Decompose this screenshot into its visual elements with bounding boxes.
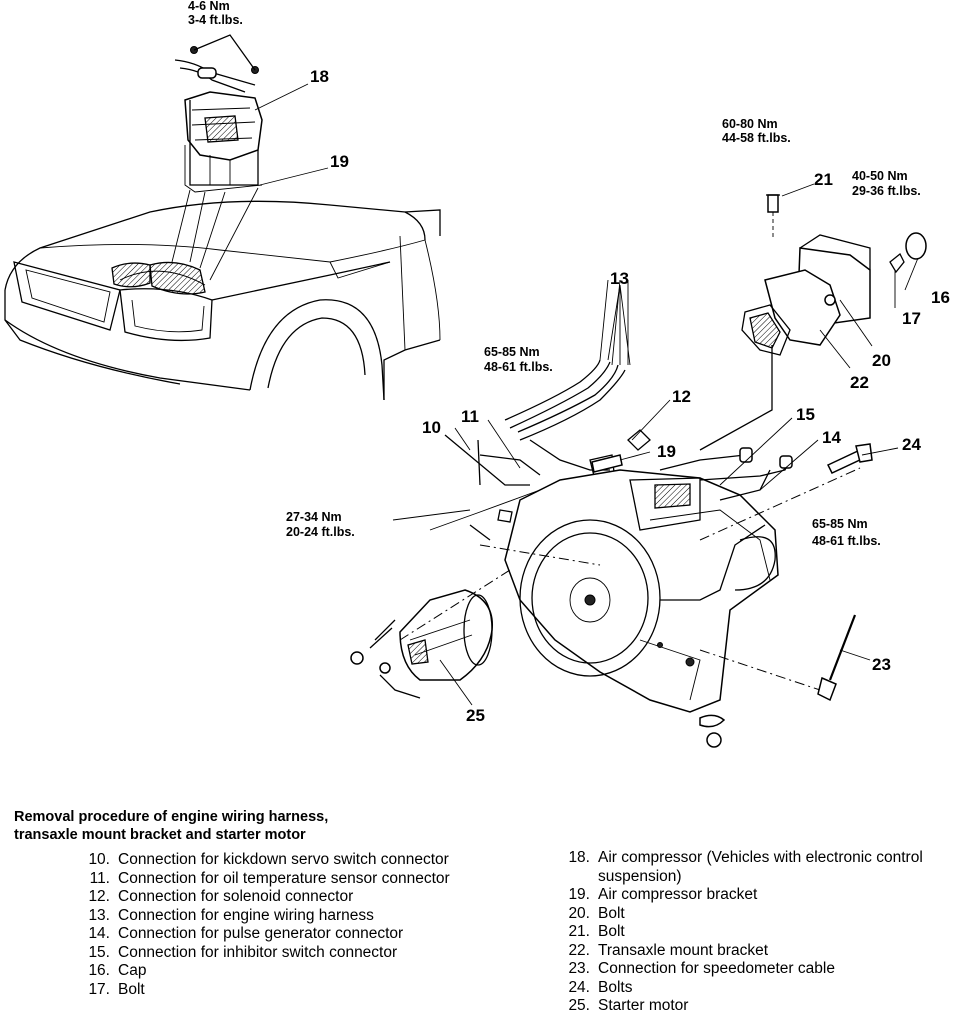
callout-23: 23 — [872, 655, 891, 674]
transaxle-mount-bracket — [699, 194, 927, 451]
callout-21: 21 — [814, 170, 833, 189]
callout-19-mid: 19 — [657, 442, 676, 461]
torque-13-nm: 65-85 Nm — [484, 345, 540, 359]
legend-item: 18. Air compressor (Vehicles with electro… — [550, 849, 950, 886]
legend-item-text: Air compressor (Vehicles with electronic… — [598, 849, 923, 885]
bolt-19 — [591, 454, 623, 473]
torque-spec-21: 60-80 Nm 44-58 ft.lbs. — [722, 117, 791, 145]
torque-17-ftlbs: 29-36 ft.lbs. — [852, 184, 921, 198]
legend-item-text: Bolt — [598, 904, 625, 922]
torque-21-nm: 60-80 Nm — [722, 117, 778, 131]
callout-17: 17 — [902, 309, 921, 328]
legend-item-number: 21. — [568, 923, 590, 940]
caption-title-line-1: Removal procedure of engine wiring harne… — [14, 809, 329, 825]
torque-spec-18: 4-6 Nm 3-4 ft.lbs. — [188, 0, 243, 27]
callout-12: 12 — [672, 387, 691, 406]
torque-spec-13: 65-85 Nm 48-61 ft.lbs. — [484, 345, 553, 374]
callout-numbers: 18 19 21 16 17 20 22 13 12 19 11 10 15 1… — [310, 67, 950, 725]
legend-item-number: 11. — [89, 869, 110, 887]
legend-item-text: Connection for engine wiring harness — [118, 906, 374, 924]
legend-item-number: 20. — [568, 904, 590, 922]
legend-item-number: 17. — [88, 980, 110, 998]
legend-item-text: Cap — [118, 962, 147, 979]
legend-item: 19. Air compressor bracket — [550, 886, 950, 905]
torque-24-ftlbs: 48-61 ft.lbs. — [812, 534, 881, 548]
legend-item-text: Connection for speedometer cable — [598, 960, 835, 977]
car-illustration — [4, 200, 441, 401]
callout-22: 22 — [850, 373, 869, 392]
callout-19-top: 19 — [330, 152, 349, 171]
torque-spec-24: 65-85 Nm 48-61 ft.lbs. — [812, 517, 881, 548]
legend-item: 21. Bolt — [550, 923, 950, 942]
torque-spec-11: 27-34 Nm 20-24 ft.lbs. — [286, 510, 355, 539]
legend-item: 16. Cap — [70, 962, 450, 981]
legend-item: 14. Connection for pulse generator connec… — [70, 925, 450, 944]
legend-item: 13. Connection for engine wiring harness — [70, 907, 450, 926]
legend-item: 15. Connection for inhibitor switch conne… — [70, 944, 450, 963]
callout-25: 25 — [466, 706, 485, 725]
callout-13: 13 — [610, 269, 629, 288]
exploded-view-diagram: 4-6 Nm 3-4 ft.lbs. 60-80 Nm 44-58 ft.lbs… — [4, 0, 950, 748]
legend-item: 12. Connection for solenoid connector — [70, 888, 450, 907]
legend-item-text: Connection for kickdown servo switch con… — [118, 851, 449, 868]
speedometer-cable — [817, 614, 857, 702]
legend-item-text: Bolt — [598, 923, 625, 940]
torque-11-ftlbs: 20-24 ft.lbs. — [286, 525, 355, 539]
legend-item-number: 13. — [88, 906, 110, 924]
legend-item-text: Starter motor — [598, 997, 689, 1014]
air-compressor-assembly — [171, 34, 263, 281]
legend-item-number: 24. — [568, 978, 590, 996]
callout-16: 16 — [931, 288, 950, 307]
legend-item-number: 10. — [88, 851, 110, 868]
callout-20: 20 — [872, 351, 891, 370]
torque-24-nm: 65-85 Nm — [812, 517, 868, 531]
torque-18-nm: 4-6 Nm — [188, 0, 230, 13]
legend-item-number: 19. — [568, 886, 590, 903]
torque-17-nm: 40-50 Nm — [852, 169, 908, 183]
legend-item-number: 14. — [88, 925, 110, 942]
legend-right-column: 18. Air compressor (Vehicles with electro… — [550, 849, 950, 1016]
legend-item-text: Transaxle mount bracket — [598, 941, 769, 959]
legend-item-text: Connection for solenoid connector — [118, 888, 354, 905]
legend-item: 17. Bolt — [70, 981, 450, 1000]
caption-title: Removal procedure of engine wiring harne… — [14, 808, 534, 844]
torque-spec-17: 40-50 Nm 29-36 ft.lbs. — [852, 169, 921, 198]
legend-item-text: Connection for pulse generator connector — [118, 925, 404, 942]
callout-15: 15 — [796, 405, 815, 424]
legend-item-number: 25. — [568, 997, 590, 1014]
leader-lines — [254, 83, 919, 706]
legend-item: 23. Connection for speedometer cable — [550, 960, 950, 979]
legend-item: 25. Starter motor — [550, 997, 950, 1016]
legend-item-number: 16. — [88, 962, 110, 979]
bolt-24 — [826, 443, 873, 474]
torque-18-ftlbs: 3-4 ft.lbs. — [188, 13, 243, 27]
legend-item: 24. Bolts — [550, 979, 950, 998]
legend-item: 20. Bolt — [550, 905, 950, 924]
callout-14: 14 — [822, 428, 841, 447]
legend-item: 10. Connection for kickdown servo switch … — [70, 851, 450, 870]
torque-21-ftlbs: 44-58 ft.lbs. — [722, 131, 791, 145]
legend-item-text: Bolts — [598, 978, 633, 996]
torque-11-nm: 27-34 Nm — [286, 510, 342, 524]
starter-motor — [350, 569, 511, 699]
legend-item-text: Bolt — [118, 980, 145, 998]
callout-18: 18 — [310, 67, 329, 86]
legend-item-number: 22. — [568, 941, 590, 959]
legend-item: 22. Transaxle mount bracket — [550, 942, 950, 961]
legend-item-number: 12. — [88, 888, 110, 905]
callout-10: 10 — [422, 418, 441, 437]
legend-item-number: 15. — [88, 943, 110, 961]
legend-item-text: Connection for inhibitor switch connecto… — [118, 943, 398, 961]
legend-left-column: 10. Connection for kickdown servo switch … — [70, 851, 450, 999]
torque-13-ftlbs: 48-61 ft.lbs. — [484, 360, 553, 374]
legend-item: 11. Connection for oil temperature sensor… — [70, 870, 450, 889]
legend-item-text: Air compressor bracket — [598, 886, 758, 903]
callout-24: 24 — [902, 435, 921, 454]
legend-item-number: 18. — [568, 849, 590, 866]
transaxle-case — [479, 467, 861, 748]
legend-item-number: 23. — [568, 960, 590, 977]
legend-item-text: Connection for oil temperature sensor co… — [118, 869, 450, 887]
caption-title-line-2: transaxle mount bracket and starter moto… — [14, 827, 306, 843]
callout-11: 11 — [461, 407, 479, 426]
